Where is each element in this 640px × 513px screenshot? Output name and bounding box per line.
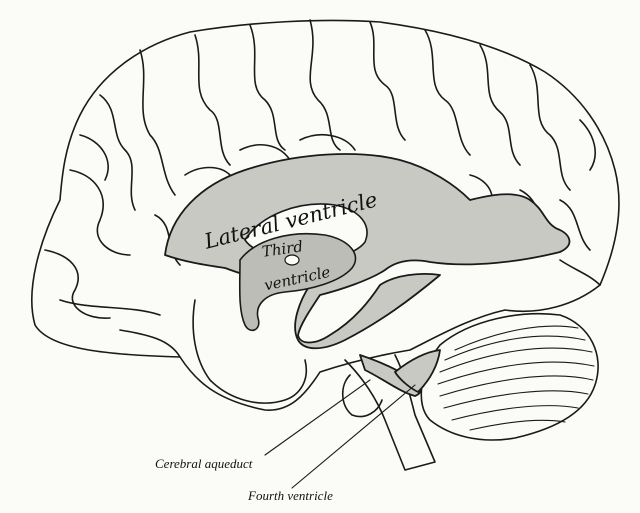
pons: [341, 374, 383, 418]
fourth-ventricle-leader-line: [291, 384, 416, 489]
third-ventricle-label-line1: Third: [261, 237, 304, 261]
lateral-ventricle-shape: [164, 153, 571, 350]
interthalamic-adhesion: [284, 254, 300, 266]
third-ventricle-shape: [238, 232, 357, 332]
gyri-lines: [44, 19, 601, 358]
fourth-ventricle-shape: [394, 349, 441, 393]
fourth-ventricle-label: Fourth ventricle: [247, 488, 333, 503]
thalamus-outline: [192, 299, 307, 404]
cerebellum-folia: [437, 325, 595, 431]
aqueduct-leader-line: [264, 379, 371, 456]
cerebellum-outline: [420, 312, 599, 441]
cerebral-aqueduct-label: Cerebral aqueduct: [155, 456, 253, 471]
